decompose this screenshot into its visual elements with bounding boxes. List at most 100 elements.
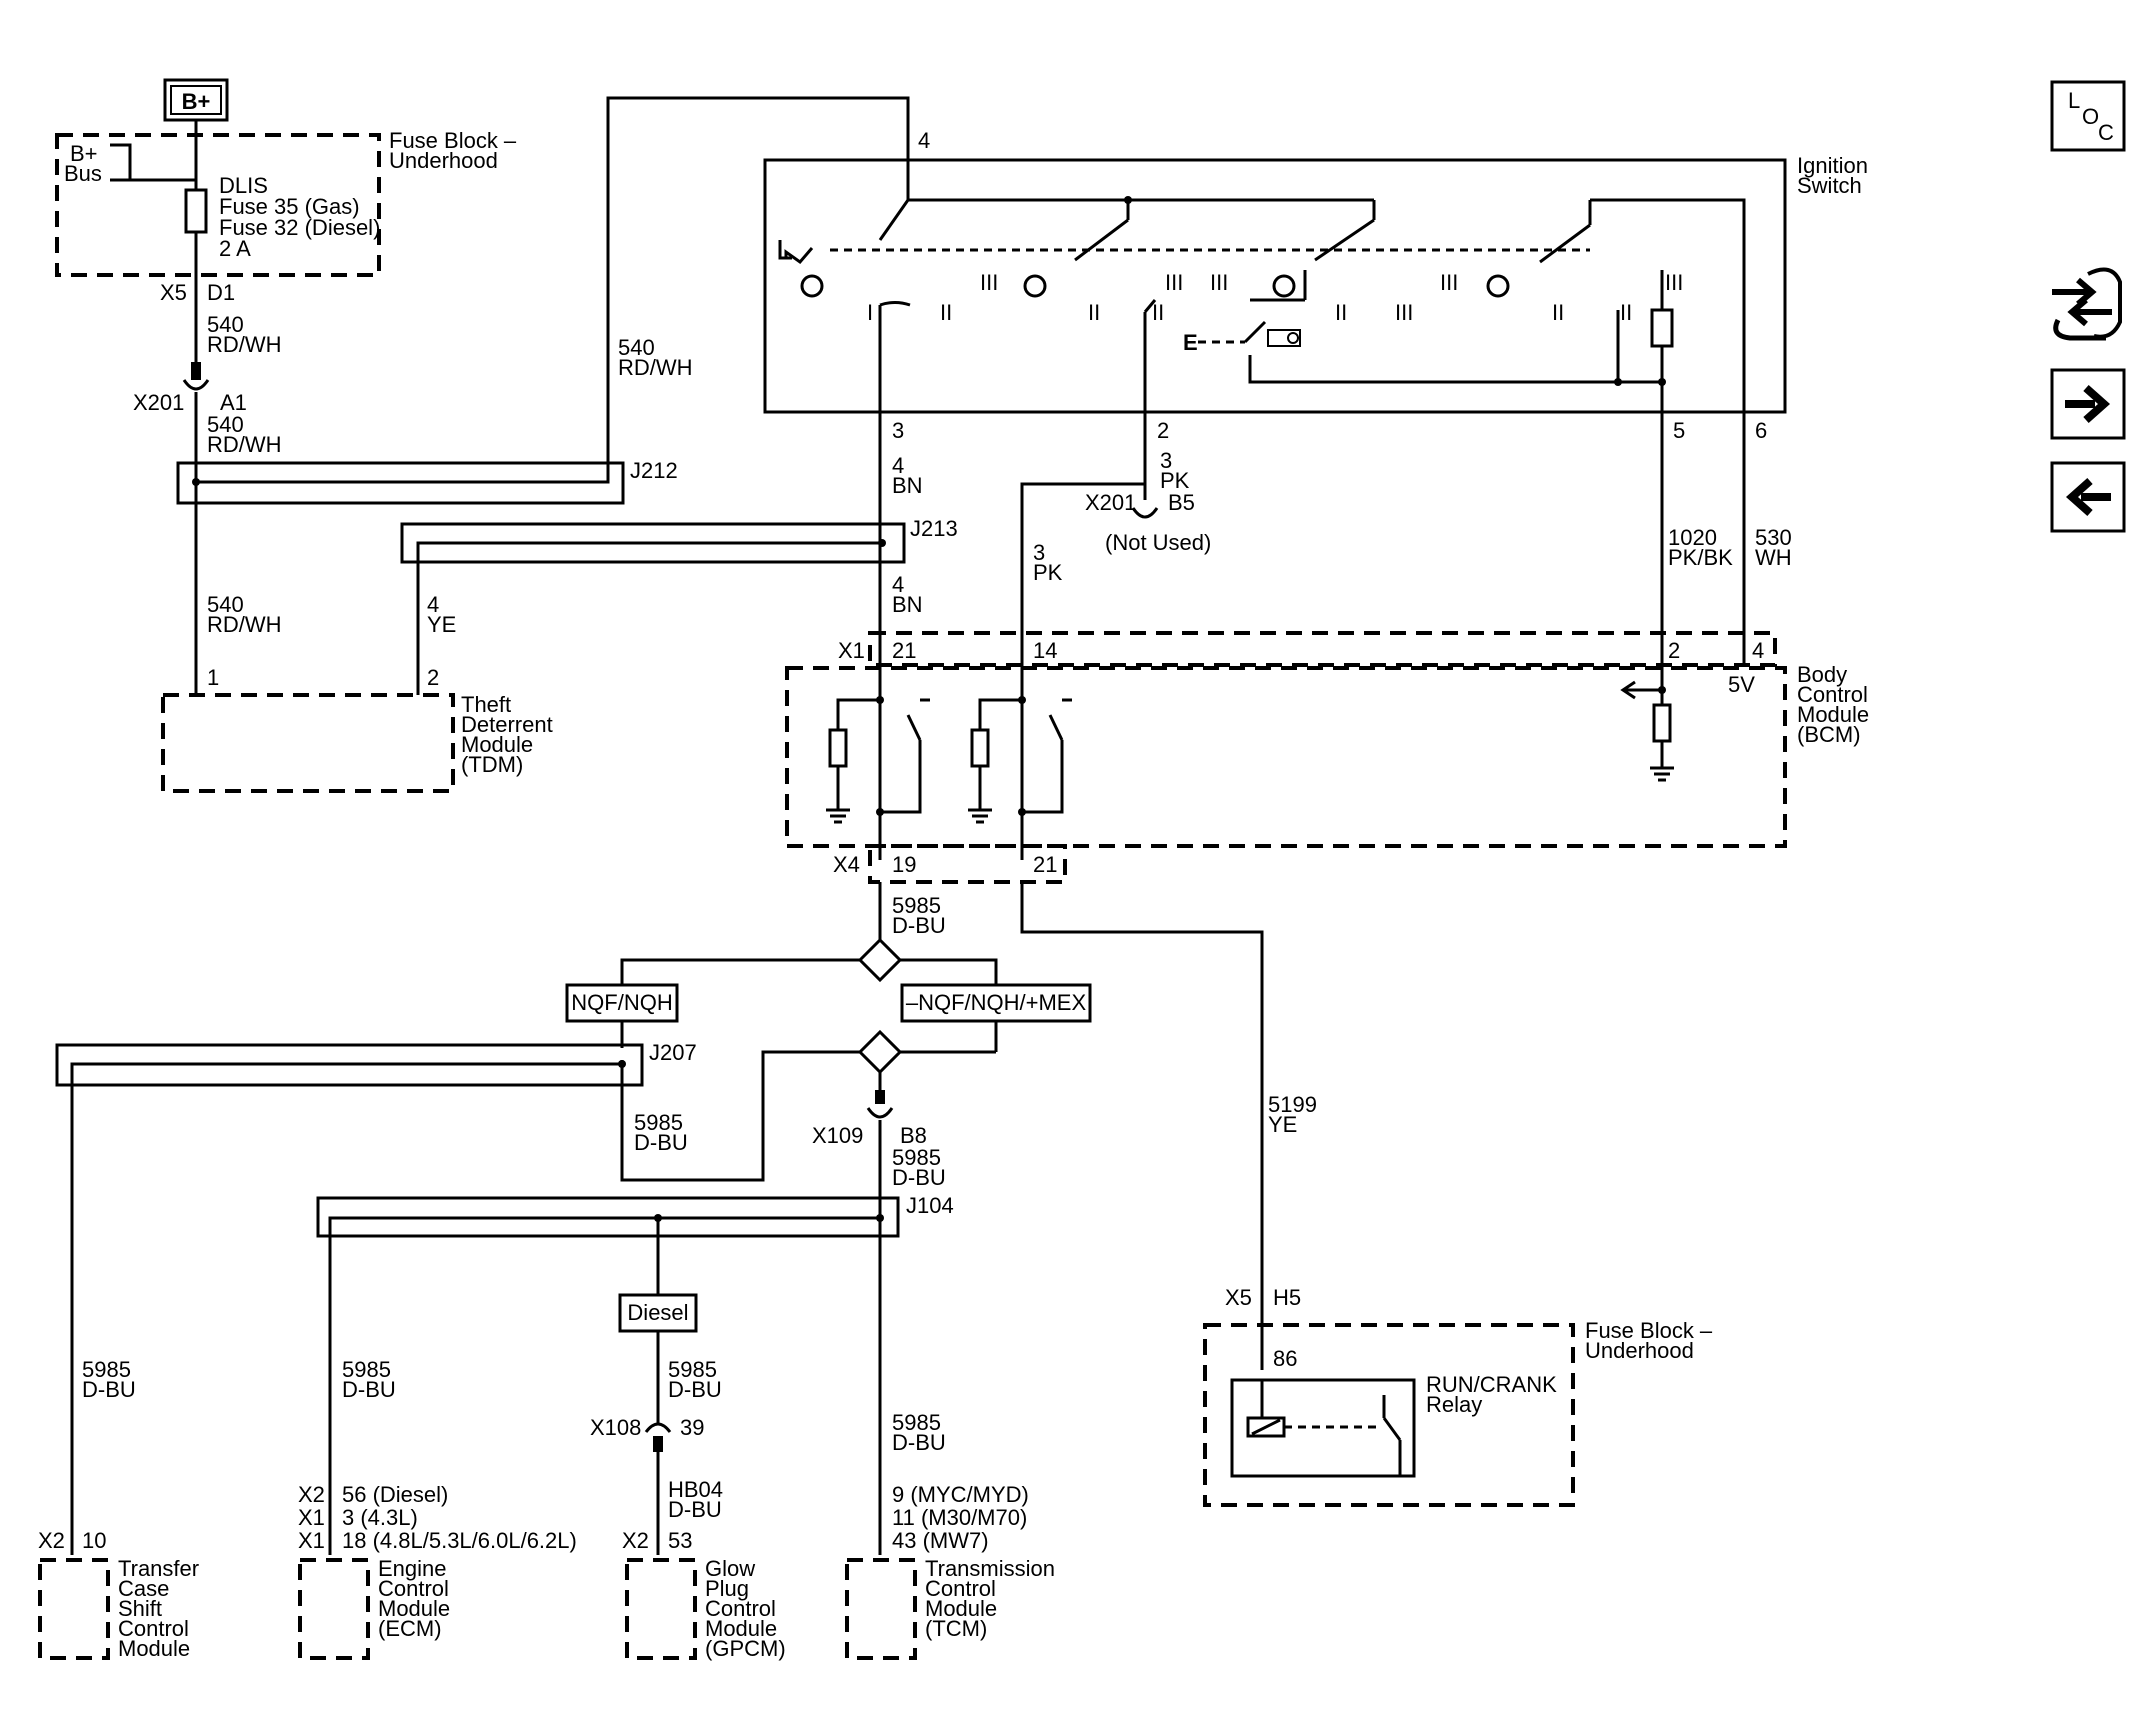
pos-ii: II: [1152, 300, 1164, 325]
h5-label: H5: [1273, 1285, 1301, 1310]
wire-4-color: BN: [892, 592, 923, 617]
tdm-label: Deterrent: [461, 712, 553, 737]
x109-label: X109: [812, 1123, 863, 1148]
tcm-label: Control: [925, 1576, 996, 1601]
tcm-label: Module: [925, 1596, 997, 1621]
gpcm-label: (GPCM): [705, 1636, 786, 1661]
bcm-pin-4: 4: [1752, 638, 1764, 663]
ecm-label: Engine: [378, 1556, 447, 1581]
ignition-switch-subtitle: Switch: [1797, 173, 1862, 198]
bcm-pin-21: 21: [1033, 852, 1057, 877]
pos-ii: II: [940, 300, 952, 325]
wire-4: 4: [892, 572, 904, 597]
e-label: E: [1183, 330, 1198, 355]
engine-control-module: [298, 1558, 370, 1660]
tcsc-label: Module: [118, 1636, 190, 1661]
wire-540: 540: [207, 412, 244, 437]
connector-view-button[interactable]: [2052, 267, 2122, 341]
bplus-bus-label: B+: [70, 141, 98, 166]
fuse-block-title: Fuse Block –: [389, 128, 517, 153]
wire-540: 540: [618, 335, 655, 360]
next-page-button[interactable]: [2050, 368, 2126, 440]
pos-iii: III: [1165, 270, 1183, 295]
tdm-pin-2: 2: [427, 665, 439, 690]
bcm-connector-x4: [868, 844, 1067, 884]
j104-label: J104: [906, 1193, 954, 1218]
loc-o: O: [2082, 104, 2099, 129]
option-mex: [900, 983, 1092, 1023]
bcm-label: Control: [1797, 682, 1868, 707]
b5-label: B5: [1168, 490, 1195, 515]
tcm-pin-myc: 9 (MYC/MYD): [892, 1482, 1029, 1507]
tcm-pin-m30: 11 (M30/M70): [892, 1505, 1027, 1530]
wire-1020-color: PK/BK: [1668, 545, 1733, 570]
wire-5985-color: D-BU: [668, 1377, 722, 1402]
option-diesel: [618, 1293, 698, 1333]
fuse-block-underhood-top: [55, 133, 381, 277]
fuse-diesel: Fuse 32 (Diesel): [219, 215, 380, 240]
tcsc-label: Control: [118, 1616, 189, 1641]
wire-5985: 5985: [892, 1410, 941, 1435]
connector-icon: [2052, 267, 2122, 341]
wire-5985-color: D-BU: [82, 1377, 136, 1402]
ignition-pin-3: 3: [892, 418, 904, 443]
fuse-rating: 2 A: [219, 236, 251, 261]
bcm-5v-label: 5V: [1728, 672, 1755, 697]
ignition-switch: [763, 158, 1787, 414]
body-control-module: [785, 666, 1787, 848]
bcm-pin-21: 21: [892, 638, 916, 663]
fuse-block-subtitle: Underhood: [389, 148, 498, 173]
fuse-dlis: [184, 188, 208, 234]
wire-1020: 1020: [1668, 525, 1717, 550]
j207-label: J207: [649, 1040, 697, 1065]
wire-5985-color: D-BU: [892, 1430, 946, 1455]
bcm-label: Module: [1797, 702, 1869, 727]
splice-pack-j207: [55, 1043, 644, 1087]
location-view-button[interactable]: L O C: [2050, 80, 2126, 152]
tdm-pin-1: 1: [207, 665, 219, 690]
pin-39-label: 39: [680, 1415, 704, 1440]
x201-label: X201: [133, 390, 184, 415]
pin-53-label: 53: [668, 1528, 692, 1553]
option-nqf-label: NQF/NQH: [571, 990, 672, 1015]
bcm-pin-2: 2: [1668, 638, 1680, 663]
wire-540-color: RD/WH: [207, 432, 282, 457]
wire-530: 530: [1755, 525, 1792, 550]
gpcm-label: Plug: [705, 1576, 749, 1601]
b8-label: B8: [900, 1123, 927, 1148]
ecm-label: Control: [378, 1576, 449, 1601]
wire-540-color: RD/WH: [618, 355, 693, 380]
fuse-block-underhood-bottom: [1203, 1323, 1575, 1507]
ecm-pin-43: 3 (4.3L): [342, 1505, 418, 1530]
pos-i: I: [867, 300, 873, 325]
wire-5985: 5985: [342, 1357, 391, 1382]
tdm-label: (TDM): [461, 752, 523, 777]
tcsc-label: Shift: [118, 1596, 162, 1621]
x2-label: X2: [38, 1528, 65, 1553]
ignition-pin-5: 5: [1673, 418, 1685, 443]
gpcm-label: Module: [705, 1616, 777, 1641]
wire-3: 3: [1160, 448, 1172, 473]
x5-label: X5: [1225, 1285, 1252, 1310]
wire-5985-color: D-BU: [634, 1130, 688, 1155]
x5-label: X5: [160, 280, 187, 305]
wire-3: 3: [1033, 540, 1045, 565]
previous-page-button[interactable]: [2050, 461, 2126, 533]
ecm-label: Module: [378, 1596, 450, 1621]
x4-label: X4: [833, 852, 860, 877]
bcm-resistor: [970, 728, 990, 768]
relay-label: Relay: [1426, 1392, 1482, 1417]
pos-ii: II: [1552, 300, 1564, 325]
ecm-pin-v8: 18 (4.8L/5.3L/6.0L/6.2L): [342, 1528, 577, 1553]
ecm-label: (ECM): [378, 1616, 442, 1641]
ignition-pin-2: 2: [1157, 418, 1169, 443]
theft-deterrent-module: [161, 693, 455, 793]
pos-ii: II: [1620, 300, 1632, 325]
tdm-label: Module: [461, 732, 533, 757]
wire-4-color: YE: [427, 612, 456, 637]
pos-iii: III: [1210, 270, 1228, 295]
bus-label: Bus: [64, 161, 102, 186]
bcm-label: Body: [1797, 662, 1847, 687]
pin-10-label: 10: [82, 1528, 106, 1553]
